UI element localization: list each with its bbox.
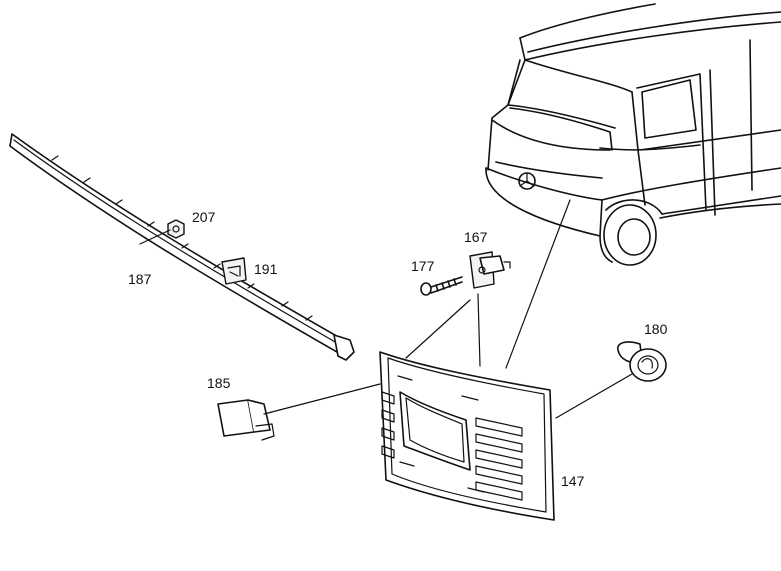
part-number-185: 185 — [207, 375, 231, 391]
clip-191 — [221, 257, 247, 285]
part-number-191: 191 — [254, 261, 278, 277]
part-number-167: 167 — [464, 229, 488, 245]
van-illustration — [485, 3, 781, 266]
part-number-187: 187 — [128, 271, 152, 287]
nut-207 — [167, 219, 185, 239]
bracket-167 — [469, 251, 511, 289]
part-number-180: 180 — [644, 321, 668, 337]
part-number-207: 207 — [192, 209, 216, 225]
clip-185 — [217, 399, 275, 441]
part-number-177: 177 — [411, 258, 435, 274]
trim-strip-187 — [9, 133, 355, 361]
grille-panel-147 — [379, 351, 555, 521]
screw-177 — [420, 276, 463, 296]
leader-lines — [139, 199, 633, 419]
part-number-147: 147 — [561, 473, 585, 489]
grommet-180 — [617, 341, 667, 382]
